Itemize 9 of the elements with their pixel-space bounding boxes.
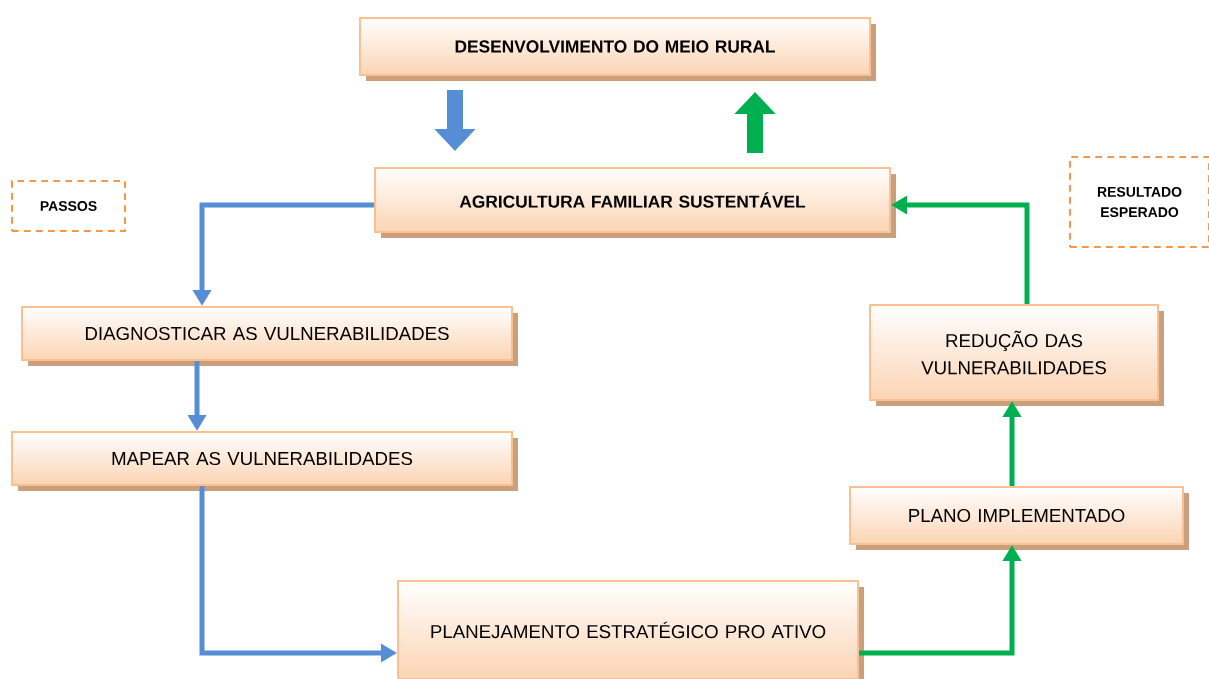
process-box: PLANO IMPLEMENTADO: [849, 486, 1189, 550]
process-box: PLANEJAMENTO ESTRATÉGICO PRO ATIVO: [397, 580, 864, 679]
process-box: AGRICULTURA FAMILIAR SUSTENTÁVEL: [374, 167, 896, 238]
dashed-label-box: PASSOS: [11, 180, 126, 232]
process-box: DESENVOLVIMENTO DO MEIO RURAL: [359, 17, 876, 81]
dashed-label-box: RESULTADO ESPERADO: [1069, 156, 1209, 248]
process-box: DIAGNOSTICAR AS VULNERABILIDADES: [21, 306, 518, 366]
process-box: MAPEAR AS VULNERABILIDADES: [11, 431, 518, 491]
process-box: REDUÇÃO DAS VULNERABILIDADES: [869, 304, 1164, 406]
